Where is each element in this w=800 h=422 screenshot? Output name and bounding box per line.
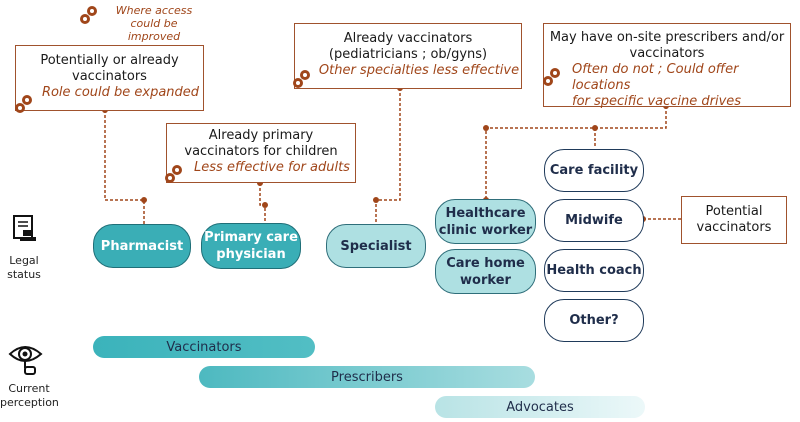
gears-icon bbox=[165, 165, 182, 183]
callout-text: vaccinators bbox=[629, 46, 705, 61]
label-line: status bbox=[7, 268, 41, 281]
label-line: Legal bbox=[9, 254, 39, 267]
bar-vaccinators: Vaccinators bbox=[93, 336, 315, 358]
gears-icon bbox=[15, 95, 32, 113]
bar-prescribers: Prescribers bbox=[199, 366, 535, 388]
node-label: Specialist bbox=[340, 238, 412, 254]
callout-pharmacist: Potentially or already vaccinators Role … bbox=[15, 45, 204, 111]
bar-label: Prescribers bbox=[331, 369, 403, 385]
bar-advocates: Advocates bbox=[435, 396, 645, 418]
node-care-facility: Care facility bbox=[544, 149, 644, 192]
label-line: perception bbox=[0, 396, 59, 409]
node-specialist: Specialist bbox=[326, 224, 426, 268]
improvement-text: Other specialties less effective bbox=[318, 63, 520, 78]
node-label: Pharmacist bbox=[100, 238, 184, 254]
callout-text: Already primary bbox=[208, 128, 314, 143]
label-line: Current bbox=[8, 382, 50, 395]
node-midwife: Midwife bbox=[544, 199, 644, 242]
node-primary-care-physician: Primary care physician bbox=[201, 223, 301, 269]
node-healthcare-clinic-worker: Healthcare clinic worker bbox=[435, 199, 536, 244]
callout-text: vaccinators bbox=[72, 69, 147, 84]
improvement-text: Less effective for adults bbox=[194, 160, 350, 175]
callout-text: Potential bbox=[705, 204, 763, 219]
gears-icon bbox=[543, 68, 560, 86]
callout-text: May have on-site prescribers and/or bbox=[549, 30, 785, 45]
node-label: Other? bbox=[569, 313, 619, 328]
legend-text: Where access could be improved bbox=[104, 4, 204, 43]
gears-icon bbox=[293, 70, 310, 88]
node-label: worker bbox=[460, 272, 511, 288]
node-pharmacist: Pharmacist bbox=[93, 224, 191, 268]
node-care-home-worker: Care home worker bbox=[435, 249, 536, 294]
callout-potential: Potential vaccinators bbox=[681, 196, 787, 244]
node-label: Primary care bbox=[204, 230, 298, 245]
node-label: clinic worker bbox=[438, 222, 533, 238]
node-label: Care home bbox=[446, 255, 525, 271]
callout-onsite: May have on-site prescribers and/or vacc… bbox=[543, 23, 791, 109]
improvement-text: Often do not ; Could offer locations bbox=[572, 62, 739, 93]
eye-magnifier-icon bbox=[8, 346, 43, 375]
bar-label: Vaccinators bbox=[166, 339, 242, 355]
callout-text: Already vaccinators bbox=[343, 31, 473, 46]
legal-status-label: Legal status bbox=[2, 254, 46, 282]
node-label: Health coach bbox=[546, 263, 642, 278]
callout-text: vaccinators for children bbox=[184, 144, 338, 159]
callout-primary-care: Already primary vaccinators for children… bbox=[166, 123, 356, 183]
legend-line-1: Where access bbox=[115, 4, 193, 17]
callout-text: (pediatricians ; ob/gyns) bbox=[328, 47, 488, 62]
node-label: physician bbox=[216, 247, 286, 262]
node-label: Healthcare bbox=[445, 205, 526, 221]
node-label: Care facility bbox=[549, 163, 639, 178]
callout-text: Potentially or already bbox=[40, 53, 179, 68]
node-other: Other? bbox=[544, 299, 644, 342]
gears-icon bbox=[80, 6, 97, 24]
current-perception-label: Current perception bbox=[0, 382, 59, 410]
node-health-coach: Health coach bbox=[544, 249, 644, 292]
bar-label: Advocates bbox=[506, 399, 574, 415]
improvement-text: Role could be expanded bbox=[41, 85, 200, 100]
callout-specialist: Already vaccinators (pediatricians ; ob/… bbox=[294, 23, 522, 89]
improvement-text: for specific vaccine drives bbox=[572, 94, 742, 109]
legend-line-2: could be improved bbox=[127, 17, 181, 43]
callout-text: vaccinators bbox=[696, 220, 772, 235]
node-label: Midwife bbox=[565, 213, 623, 228]
document-stamp-icon bbox=[13, 215, 36, 241]
